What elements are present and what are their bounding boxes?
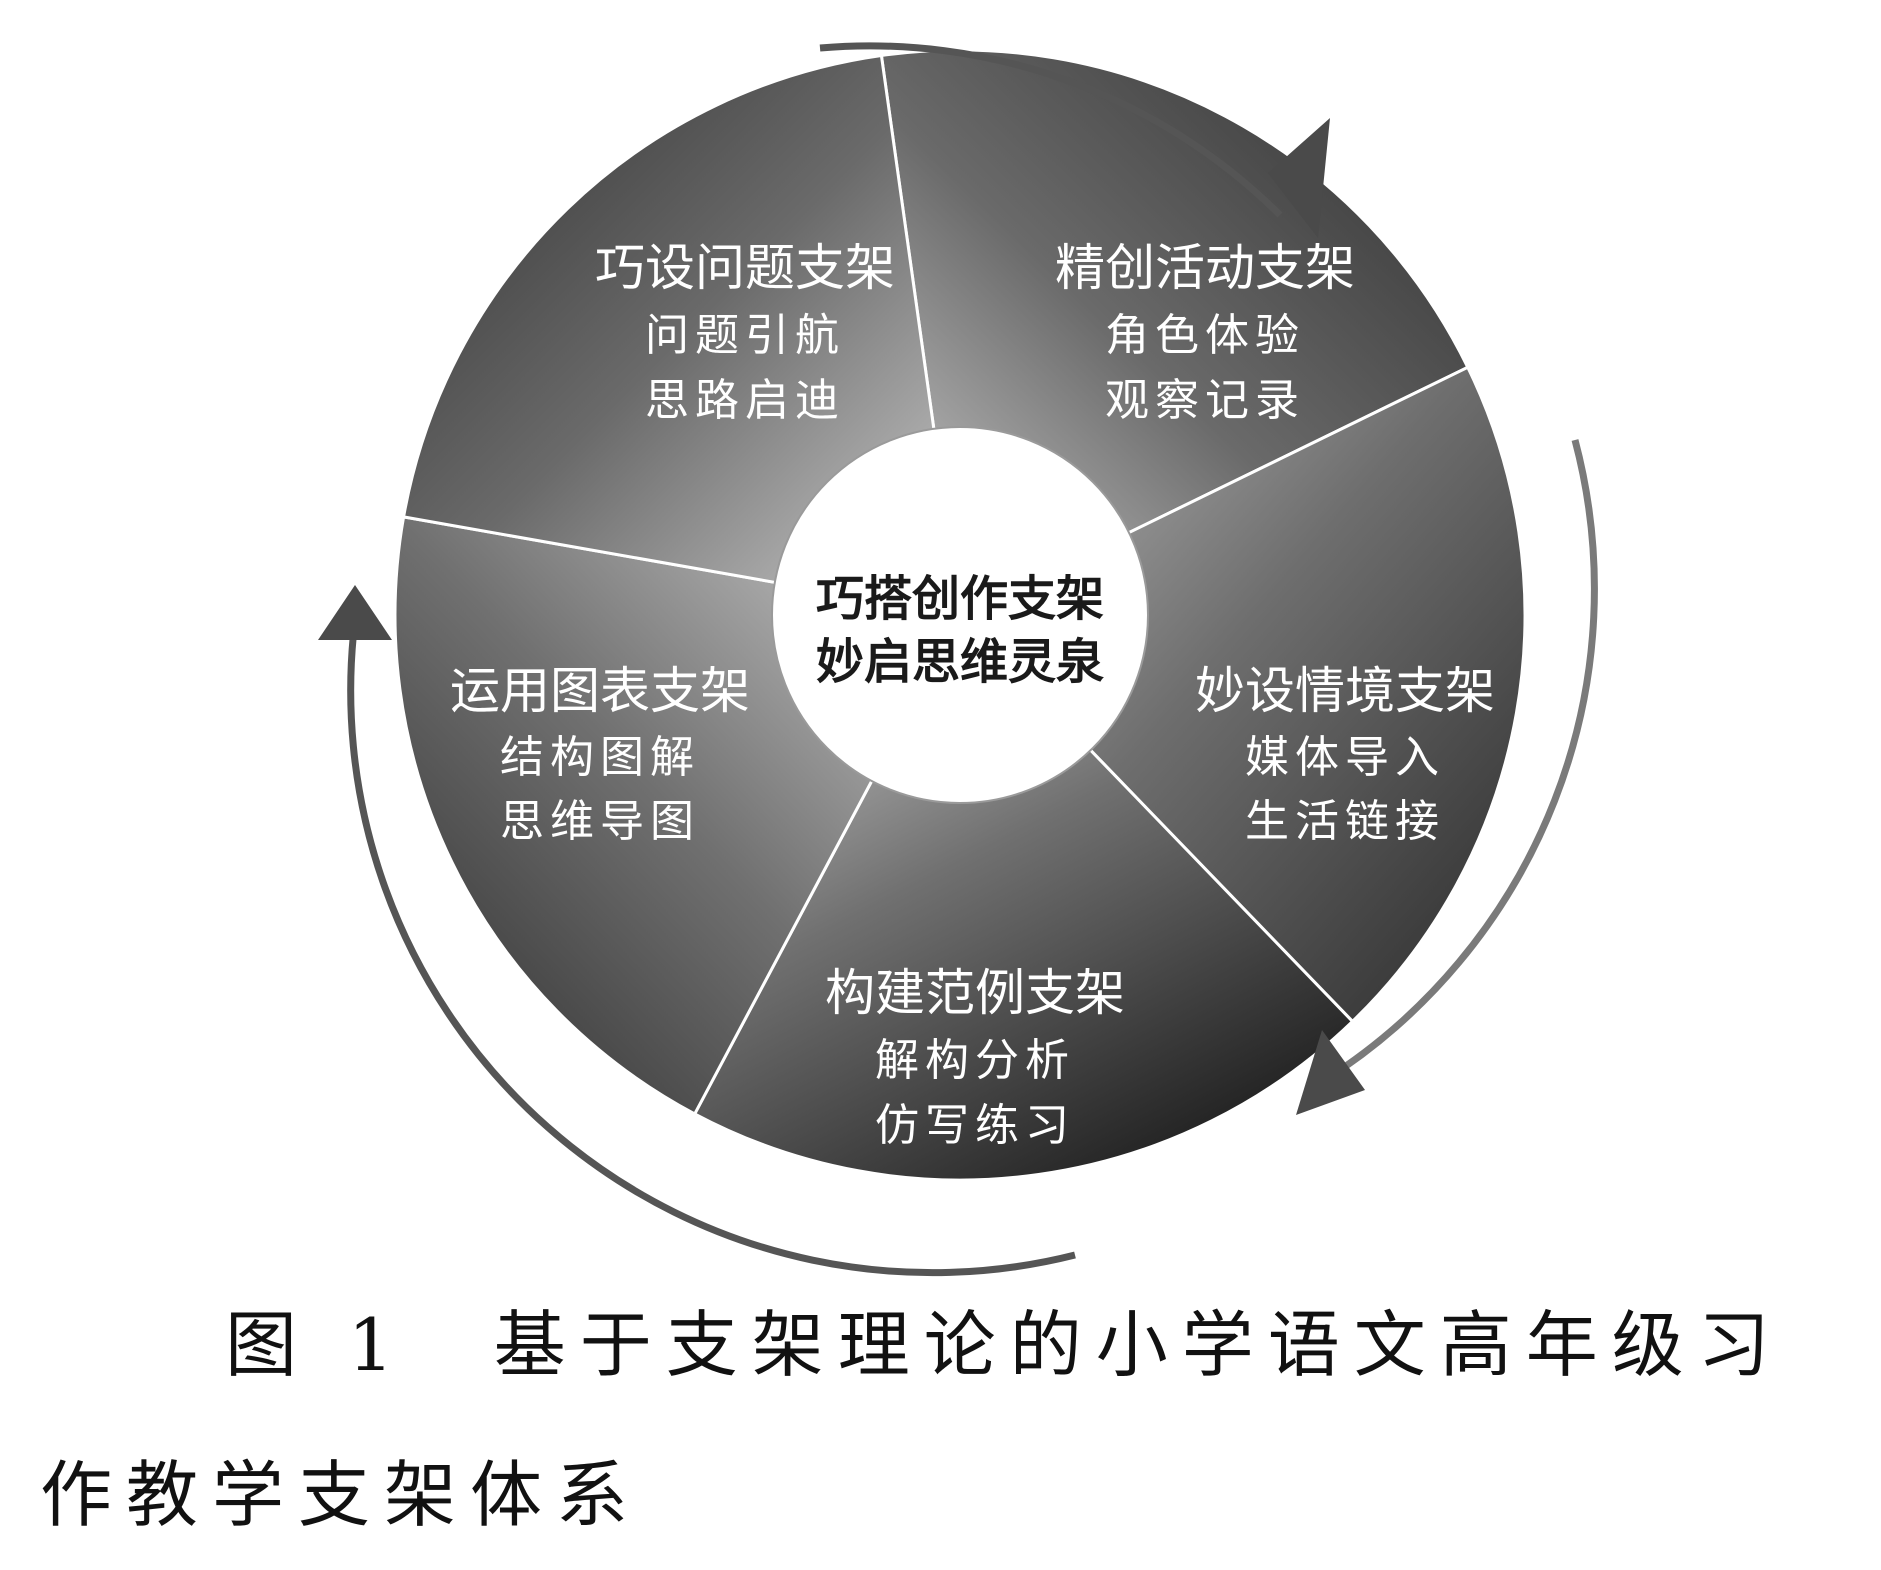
segment-5-item-1: 结构图解 [500,732,700,783]
center-title-line1: 巧搭创作支架 [816,571,1104,627]
segment-wedge-3 [692,612,1355,1182]
segment-1-title: 巧设问题支架 [595,239,895,297]
segment-3-item-1: 媒体导入 [1245,732,1445,783]
outer-arrow-arc-bottom-left [347,619,1076,1277]
segment-wedge-2 [957,365,1527,1024]
segment-2-item-1: 角色体验 [1105,310,1305,361]
caption-line-1: 图 1 基于支架理论的小学语文高年级习 [225,1303,1784,1387]
segment-3-item-2: 生活链接 [1245,796,1445,847]
segment-4-item-2: 仿写练习 [875,1100,1075,1151]
arrow-head-bottom-right-icon [1296,1030,1365,1115]
segment-5-item-2: 思维导图 [500,796,700,847]
caption-line-2: 作教学支架体系 [40,1453,643,1537]
figure-caption: 图 1 基于支架理论的小学语文高年级习 作教学支架体系 [40,1270,1840,1570]
outer-arrow-arc-right [1323,439,1598,1083]
arrow-head-left-icon [318,585,392,640]
segment-3-title: 妙设情境支架 [1195,662,1495,720]
segment-1-item-2: 思路启迪 [645,375,845,426]
segment-labels: 巧设问题支架 问题引航 思路启迪 精创活动支架 角色体验 观察记录 妙设情境支架… [450,239,1495,1151]
segment-4-item-1: 解构分析 [875,1035,1075,1086]
segment-2-title: 精创活动支架 [1055,239,1355,297]
scaffold-cycle-diagram: 巧搭创作支架 妙启思维灵泉 巧设问题支架 问题引航 思路启迪 精创活动支架 角色… [318,42,1598,1277]
segment-4-title: 构建范例支架 [825,964,1125,1022]
center-hub [771,426,1149,804]
arrow-head-top-right-icon [1268,118,1330,238]
segment-5-title: 运用图表支架 [450,662,750,720]
center-title-line2: 妙启思维灵泉 [816,634,1104,690]
segment-1-item-1: 问题引航 [645,310,845,361]
segment-2-item-2: 观察记录 [1105,375,1305,426]
segment-wedge-5 [401,53,962,617]
outer-arrow-arc-top-right [819,42,1283,218]
